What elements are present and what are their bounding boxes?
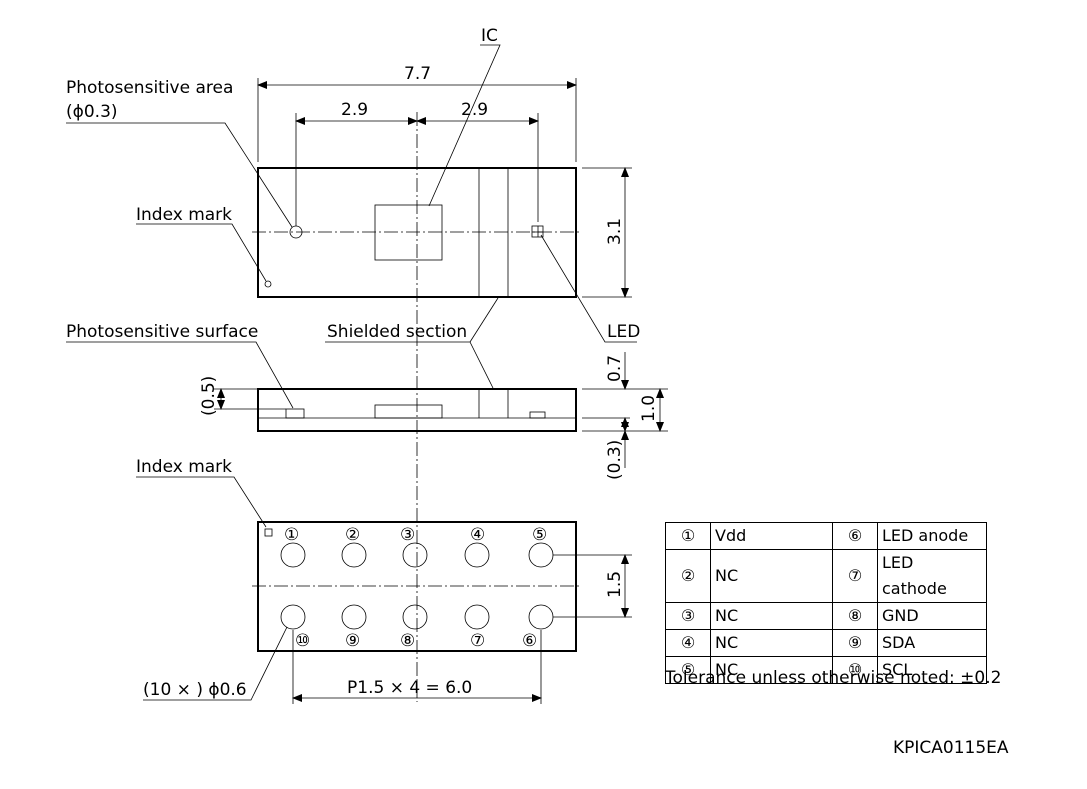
pin-number: ⑦ bbox=[832, 549, 878, 603]
shielded-section-label: Shielded section bbox=[327, 322, 467, 342]
pin-name: NC bbox=[710, 549, 833, 603]
pin-name: NC bbox=[710, 656, 833, 684]
pin-num-7: ⑦ bbox=[470, 631, 485, 651]
pin-num-4: ④ bbox=[470, 525, 485, 545]
pin-number: ① bbox=[665, 522, 711, 550]
pin-number: ④ bbox=[665, 629, 711, 657]
dim-row-pitch: 1.5 bbox=[605, 571, 625, 598]
table-row: ④ NC ⑨ SDA bbox=[665, 629, 987, 657]
pad-3 bbox=[402, 542, 428, 568]
pad-10 bbox=[280, 604, 306, 630]
pad-9 bbox=[341, 604, 367, 630]
pin-name: LED anode bbox=[877, 522, 987, 550]
dim-bottom-thickness: (0.3) bbox=[605, 440, 625, 480]
index-mark-label-bottom: Index mark bbox=[136, 457, 232, 477]
index-mark-leader-bottom bbox=[136, 476, 267, 528]
pin-num-2: ② bbox=[345, 525, 360, 545]
side-dimensions bbox=[214, 352, 668, 468]
led-leader bbox=[540, 234, 637, 343]
index-mark-dot bbox=[264, 280, 272, 288]
pad-2 bbox=[341, 542, 367, 568]
ic-chip bbox=[374, 204, 443, 261]
side-view bbox=[257, 388, 577, 432]
pin-name: GND bbox=[877, 602, 987, 630]
photosensitive-surface-block bbox=[285, 408, 305, 419]
dim-left-offset: 2.9 bbox=[341, 100, 368, 120]
dim-right-offset: 2.9 bbox=[461, 100, 488, 120]
shielded-section-leader-2 bbox=[469, 297, 499, 343]
photosensitive-area-dia-label: (ϕ0.3) bbox=[66, 102, 118, 122]
bottom-view bbox=[252, 521, 582, 652]
index-mark-square bbox=[264, 528, 273, 537]
side-view-outline bbox=[257, 388, 577, 432]
tolerance-note: Tolerance unless otherwise noted: ±0.2 bbox=[665, 668, 1002, 688]
side-leaders bbox=[66, 297, 499, 409]
led-label: LED bbox=[607, 322, 640, 342]
dim-pad-pitch: P1.5 × 4 = 6.0 bbox=[347, 678, 472, 698]
drawing-code: KPICA0115EA bbox=[893, 738, 1009, 758]
pin-number: ⑨ bbox=[832, 629, 878, 657]
bottom-dimensions bbox=[136, 476, 632, 704]
pad-1 bbox=[280, 542, 306, 568]
table-row: ② NC ⑦ LED cathode bbox=[665, 549, 987, 603]
photosensitive-area-leader bbox=[66, 122, 293, 228]
pin-name: SCL bbox=[877, 656, 987, 684]
led-block-side bbox=[529, 411, 546, 419]
ic-label: IC bbox=[481, 26, 498, 46]
table-row: ① Vdd ⑥ LED anode bbox=[665, 522, 987, 550]
photosensitive-surface-label: Photosensitive surface bbox=[66, 322, 258, 342]
pin-number: ③ bbox=[665, 602, 711, 630]
index-mark-label-top: Index mark bbox=[136, 205, 232, 225]
pin-num-9: ⑨ bbox=[345, 631, 360, 651]
pin-num-1: ① bbox=[284, 525, 299, 545]
pad-5 bbox=[528, 542, 554, 568]
bottom-view-outline bbox=[257, 521, 577, 652]
top-leaders bbox=[66, 44, 637, 343]
ic-block-side bbox=[374, 404, 443, 419]
pad-4 bbox=[464, 542, 490, 568]
dim-height: 3.1 bbox=[605, 218, 625, 245]
dim-total-thickness: 1.0 bbox=[639, 395, 659, 422]
pin-name: NC bbox=[710, 602, 833, 630]
led-square bbox=[531, 225, 544, 238]
pin-name: NC bbox=[710, 629, 833, 657]
pin-num-6: ⑥ bbox=[522, 631, 537, 651]
ic-leader bbox=[428, 44, 501, 207]
dim-width: 7.7 bbox=[404, 64, 431, 84]
pin-number: ② bbox=[665, 549, 711, 603]
pin-assignment-table: ① Vdd ⑥ LED anode ② NC ⑦ LED cathode ③ N… bbox=[665, 522, 987, 684]
table-row: ⑤ NC ⑩ SCL bbox=[665, 656, 987, 684]
dim-surface-height: (0.5) bbox=[199, 376, 219, 416]
pin-number: ⑤ bbox=[665, 656, 711, 684]
pad-8 bbox=[402, 604, 428, 630]
pin-num-3: ③ bbox=[400, 525, 415, 545]
pin-num-10: ⑩ bbox=[295, 631, 310, 651]
pin-name: Vdd bbox=[710, 522, 833, 550]
photosensitive-area-label: Photosensitive area bbox=[66, 78, 233, 98]
top-dimensions bbox=[257, 78, 632, 298]
photosensitive-surface-leader bbox=[66, 341, 294, 409]
pad-diameter-label: (10 × ) ϕ0.6 bbox=[143, 680, 247, 700]
pin-number: ⑧ bbox=[832, 602, 878, 630]
pad-diameter-leader bbox=[143, 626, 288, 701]
dim-top-thickness: 0.7 bbox=[605, 355, 625, 382]
index-mark-leader-top bbox=[136, 223, 267, 282]
pin-name: LED cathode bbox=[877, 549, 987, 603]
pad-6 bbox=[528, 604, 554, 630]
shielded-section-leader-1 bbox=[325, 341, 494, 389]
pad-7 bbox=[464, 604, 490, 630]
pin-name: SDA bbox=[877, 629, 987, 657]
pin-num-8: ⑧ bbox=[400, 631, 415, 651]
pin-number: ⑥ bbox=[832, 522, 878, 550]
pin-num-5: ⑤ bbox=[532, 525, 547, 545]
table-row: ③ NC ⑧ GND bbox=[665, 602, 987, 630]
